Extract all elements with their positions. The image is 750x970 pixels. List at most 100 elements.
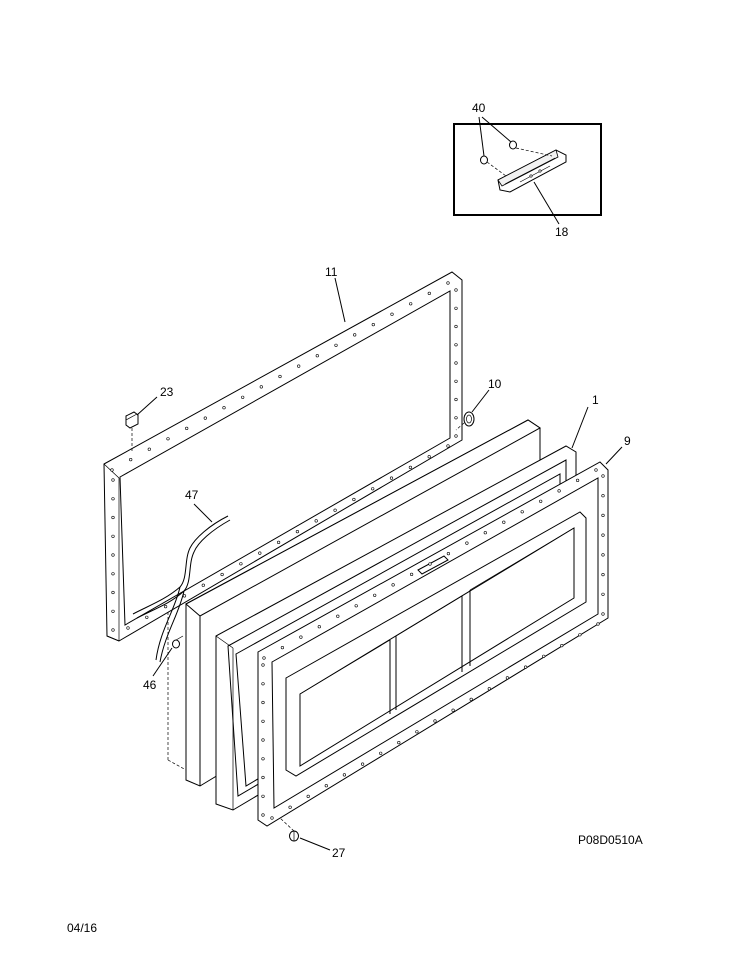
mounting-hole xyxy=(371,487,375,491)
mounting-hole xyxy=(111,478,115,482)
mounting-hole xyxy=(278,374,282,379)
mounting-hole xyxy=(389,476,394,480)
mounting-hole xyxy=(342,773,347,777)
label-18: 18 xyxy=(555,225,569,239)
mounting-hole xyxy=(352,497,356,502)
mounting-hole xyxy=(560,643,564,648)
inset-handle-detail xyxy=(453,116,602,225)
part-inner-liner xyxy=(103,271,463,642)
mounting-hole xyxy=(261,663,265,667)
mounting-hole xyxy=(454,361,458,365)
mounting-hole xyxy=(145,615,149,619)
mounting-hole xyxy=(295,529,300,534)
mounting-hole xyxy=(147,447,151,451)
mounting-hole xyxy=(314,519,318,523)
diagram-code: P08D0510A xyxy=(578,833,643,847)
mounting-hole xyxy=(427,291,431,296)
mounting-hole xyxy=(333,508,337,512)
mounting-hole xyxy=(469,697,473,702)
label-9: 9 xyxy=(624,434,631,448)
part-clip xyxy=(125,396,158,452)
mounting-hole xyxy=(317,625,321,629)
mounting-hole xyxy=(262,656,266,660)
mounting-hole xyxy=(324,784,328,788)
mounting-hole xyxy=(454,397,458,402)
mounting-hole xyxy=(297,364,301,368)
mounting-hole xyxy=(408,465,413,470)
mounting-hole xyxy=(203,416,207,420)
mounting-hole xyxy=(390,312,394,316)
mounting-hole xyxy=(487,687,491,691)
mounting-hole xyxy=(111,609,115,613)
label-27: 27 xyxy=(332,846,346,860)
part-handle xyxy=(497,149,567,193)
mounting-hole xyxy=(454,416,458,420)
mounting-hole xyxy=(182,594,187,598)
label-11: 11 xyxy=(325,265,338,279)
mounting-hole xyxy=(601,572,605,577)
mounting-hole xyxy=(166,437,170,441)
mounting-hole xyxy=(539,499,543,503)
mounting-hole xyxy=(446,444,450,448)
mounting-hole xyxy=(502,520,506,524)
mounting-hole xyxy=(306,794,310,799)
mounting-hole xyxy=(575,478,580,483)
mounting-hole xyxy=(379,751,383,755)
mounting-hole xyxy=(315,354,319,358)
part-wire-harness xyxy=(132,503,231,663)
mounting-hole xyxy=(111,572,115,576)
mounting-hole xyxy=(261,738,265,742)
mounting-hole xyxy=(280,645,285,650)
mounting-hole xyxy=(542,654,546,658)
mounting-hole xyxy=(270,816,274,820)
mounting-hole xyxy=(220,572,224,577)
mounting-hole xyxy=(354,604,358,608)
mounting-hole xyxy=(523,665,528,669)
mounting-hole xyxy=(334,343,338,347)
mounting-hole xyxy=(185,426,189,431)
mounting-hole xyxy=(373,593,377,597)
mounting-hole xyxy=(129,458,133,462)
mounting-hole xyxy=(454,434,458,438)
mounting-hole xyxy=(201,583,205,587)
mounting-hole xyxy=(428,562,432,566)
mounting-hole xyxy=(451,708,455,712)
date-code: 04/16 xyxy=(67,921,97,935)
mounting-hole xyxy=(239,562,243,566)
mounting-hole xyxy=(446,551,451,556)
mounting-hole xyxy=(601,592,605,596)
mounting-hole xyxy=(259,385,263,389)
part-screw-46 xyxy=(152,635,184,677)
mounting-hole xyxy=(111,497,115,501)
label-47: 47 xyxy=(185,488,199,502)
mounting-hole xyxy=(110,468,114,472)
mounting-hole xyxy=(258,551,262,555)
mounting-hole xyxy=(397,740,401,745)
mounting-hole xyxy=(299,635,303,639)
mounting-hole xyxy=(126,626,130,630)
mounting-hole xyxy=(261,813,265,817)
mounting-hole xyxy=(578,633,582,637)
mounting-hole xyxy=(601,533,605,537)
mounting-hole xyxy=(415,730,419,734)
mounting-hole xyxy=(164,604,168,609)
mounting-hole xyxy=(601,474,605,478)
mounting-hole xyxy=(361,762,365,766)
mounting-hole xyxy=(241,395,245,399)
mounting-hole xyxy=(454,306,458,310)
mounting-hole xyxy=(483,531,487,535)
mounting-hole xyxy=(111,534,115,538)
mounting-hole xyxy=(277,540,281,545)
mounting-hole xyxy=(391,583,395,587)
mounting-hole xyxy=(111,628,115,632)
mounting-hole xyxy=(288,805,292,809)
mounting-hole xyxy=(505,676,510,680)
mounting-hole xyxy=(601,513,605,518)
mounting-hole xyxy=(596,622,600,626)
mounting-hole xyxy=(454,324,458,329)
mounting-hole xyxy=(454,379,458,383)
mounting-hole xyxy=(601,553,605,557)
mounting-hole xyxy=(433,719,437,723)
mounting-hole xyxy=(409,302,413,306)
